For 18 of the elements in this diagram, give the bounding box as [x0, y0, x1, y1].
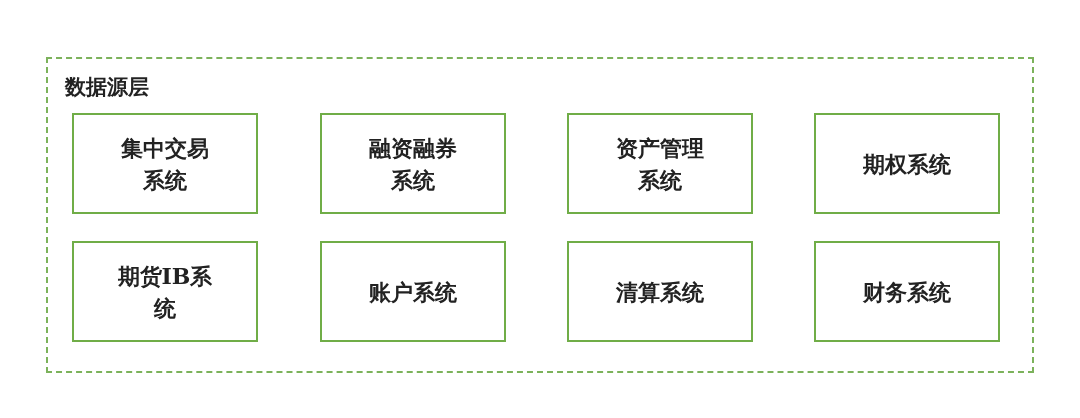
system-box	[814, 113, 1000, 214]
system-box	[320, 113, 506, 214]
system-box	[72, 113, 258, 214]
system-box	[72, 241, 258, 342]
system-box	[567, 113, 753, 214]
layer-group	[46, 57, 1034, 373]
box-label: 资产管理系统	[615, 133, 705, 195]
system-box	[320, 241, 506, 342]
box-label: 财务系统	[863, 277, 951, 307]
box-label: 账户系统	[369, 277, 457, 307]
box-label: 融资融券系统	[368, 133, 458, 195]
system-box	[567, 241, 753, 342]
system-box	[814, 241, 1000, 342]
box-label: 期权系统	[863, 149, 951, 179]
group-title: 数据源层	[65, 73, 149, 101]
box-label: 期货IB系统	[116, 261, 214, 323]
box-label: 清算系统	[616, 277, 704, 307]
box-label: 集中交易系统	[120, 133, 210, 195]
